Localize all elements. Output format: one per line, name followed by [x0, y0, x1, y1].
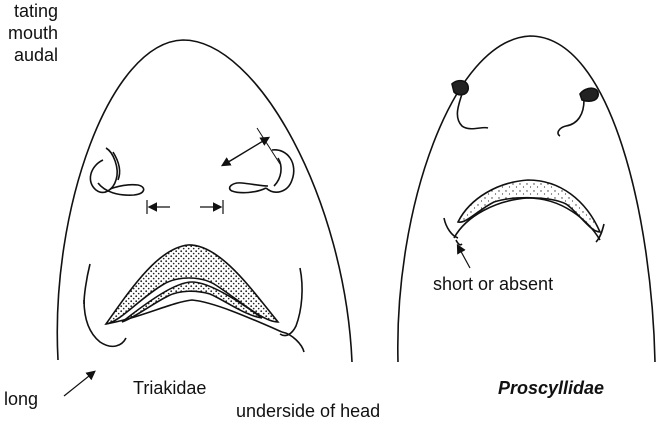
proscyllidae-head	[398, 36, 655, 362]
triakidae-head-outline	[57, 40, 352, 362]
proscyllidae-right-nostril	[558, 88, 598, 136]
label-short-or-absent: short or absent	[433, 274, 553, 294]
proscyllidae-mouth	[444, 180, 604, 245]
proscyllidae-head-outline	[398, 36, 655, 362]
triakidae-mouth	[84, 245, 304, 352]
short-pointer	[458, 246, 470, 268]
proscyllidae-left-nostril	[452, 81, 488, 129]
long-pointer	[64, 372, 94, 396]
label-caption: underside of head	[236, 401, 380, 421]
label-proscyllidae: Proscyllidae	[498, 378, 604, 398]
label-triakidae: Triakidae	[133, 378, 206, 398]
nostril-length-measure	[223, 128, 280, 165]
internarial-measure	[147, 200, 223, 214]
triakidae-left-nostril	[90, 148, 143, 195]
triakidae-head	[57, 40, 352, 396]
label-long: long	[4, 389, 38, 409]
